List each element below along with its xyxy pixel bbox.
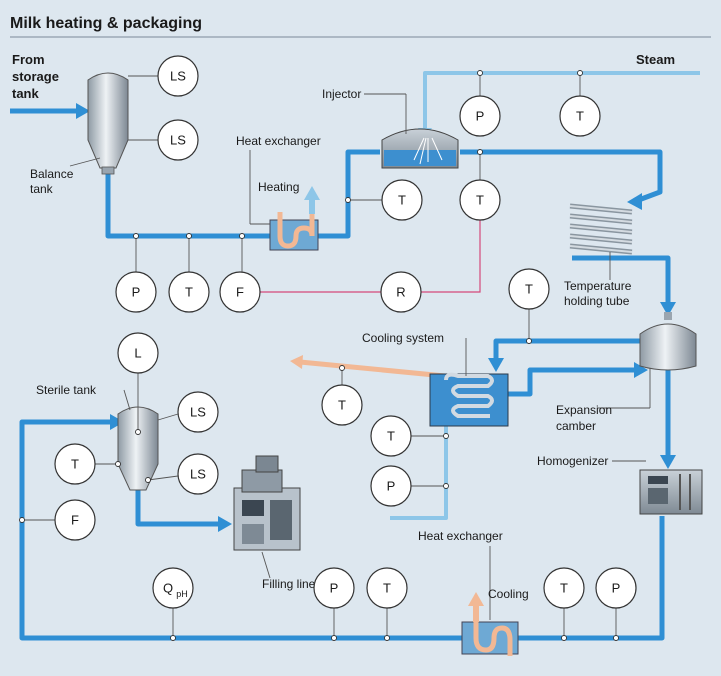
svg-text:P: P: [132, 285, 141, 300]
svg-text:LS: LS: [170, 133, 186, 148]
label-camber: camber: [556, 419, 596, 433]
instrument-p-steam: P: [459, 95, 501, 137]
svg-text:LS: LS: [190, 467, 206, 482]
svg-text:pH: pH: [176, 589, 188, 599]
svg-text:P: P: [387, 479, 396, 494]
svg-text:T: T: [383, 581, 391, 596]
instrument-f-feed: F: [219, 271, 261, 313]
balance-tank: [87, 72, 129, 175]
cooling-water-line: [290, 355, 448, 520]
label-steam: Steam: [636, 52, 675, 67]
temperature-holding-tube: [569, 203, 633, 255]
svg-text:L: L: [134, 346, 141, 361]
svg-text:F: F: [71, 513, 79, 528]
instrument-t-feed: T: [168, 271, 210, 313]
svg-text:R: R: [396, 285, 405, 300]
filling-line-machine: [233, 455, 301, 551]
instrument-t-injector: T: [459, 179, 501, 221]
instrument-t-steam: T: [559, 95, 601, 137]
heat-exchanger-cooling: [461, 592, 519, 656]
svg-text:F: F: [236, 285, 244, 300]
instrument-t-cooling-water: T: [370, 415, 412, 457]
label-filling-line: Filling line: [262, 577, 316, 591]
instrument-p-bottom-right: P: [595, 567, 637, 609]
homogenizer: [639, 469, 703, 515]
instrument-t-cooling-out: T: [321, 384, 363, 426]
label-heating: Heating: [258, 180, 299, 194]
svg-text:LS: LS: [170, 69, 186, 84]
svg-text:T: T: [185, 285, 193, 300]
steam-line: [418, 70, 700, 140]
svg-text:T: T: [71, 457, 79, 472]
instrument-p-bottom: P: [313, 567, 355, 609]
instrument-ls-top-1: LS: [157, 55, 199, 97]
instrument-t-expansion: T: [508, 268, 550, 310]
label-leaders: [69, 93, 651, 620]
svg-text:P: P: [330, 581, 339, 596]
expansion-vessel: [639, 312, 697, 371]
instrument-ls-sterile-2: LS: [177, 453, 219, 495]
svg-text:T: T: [476, 193, 484, 208]
instrument-t-bottom-right: T: [543, 567, 585, 609]
instrument-r-recorder: R: [380, 271, 422, 313]
instrument-p-feed: P: [115, 271, 157, 313]
sterile-tank: [117, 406, 159, 491]
product-pipe: [19, 149, 676, 641]
instruments: LS LS P T T T P T F R T L LS LS T F T T …: [54, 55, 637, 609]
instrument-l-sterile: L: [117, 332, 159, 374]
instrument-f-return: F: [54, 499, 96, 541]
svg-text:T: T: [560, 581, 568, 596]
svg-text:T: T: [387, 429, 395, 444]
svg-text:T: T: [338, 398, 346, 413]
label-storage: storage: [12, 69, 59, 84]
label-cooling-system: Cooling system: [362, 331, 444, 345]
instrument-t-after-heat: T: [381, 179, 423, 221]
instrument-t-sterile: T: [54, 443, 96, 485]
heat-exchanger-heating: [269, 186, 320, 251]
instrument-p-cooling-water: P: [370, 465, 412, 507]
label-expansion: Expansion: [556, 403, 612, 417]
svg-text:Q: Q: [163, 581, 173, 596]
label-heat-exchanger-top: Heat exchanger: [236, 134, 321, 148]
label-heat-exchanger-bottom: Heat exchanger: [418, 529, 503, 543]
svg-text:P: P: [476, 109, 485, 124]
diagram-title: Milk heating & packaging: [10, 15, 202, 32]
cooling-system: [429, 372, 509, 427]
svg-text:T: T: [576, 109, 584, 124]
svg-text:T: T: [398, 193, 406, 208]
label-injector: Injector: [322, 87, 361, 101]
instrument-t-bottom: T: [366, 567, 408, 609]
label-balance: Balance: [30, 167, 74, 181]
label-temperature: Temperature: [564, 279, 632, 293]
label-cooling: Cooling: [488, 587, 529, 601]
label-from: From: [12, 52, 45, 67]
injector: [381, 128, 459, 169]
instrument-ls-sterile-1: LS: [177, 391, 219, 433]
instrument-ls-top-2: LS: [157, 119, 199, 161]
label-balance-tank: tank: [30, 182, 54, 196]
svg-text:P: P: [612, 581, 621, 596]
label-holding-tube: holding tube: [564, 294, 630, 308]
expansion-pipes: [488, 338, 648, 397]
label-sterile-tank: Sterile tank: [36, 383, 97, 397]
label-tank: tank: [12, 86, 40, 101]
instrument-lines: [19, 75, 619, 641]
labels: From storage tank Steam Balance tank Inj…: [12, 52, 675, 601]
svg-text:LS: LS: [190, 405, 206, 420]
svg-text:T: T: [525, 282, 533, 297]
label-homogenizer: Homogenizer: [537, 454, 608, 468]
feed-pipe: [10, 103, 90, 119]
